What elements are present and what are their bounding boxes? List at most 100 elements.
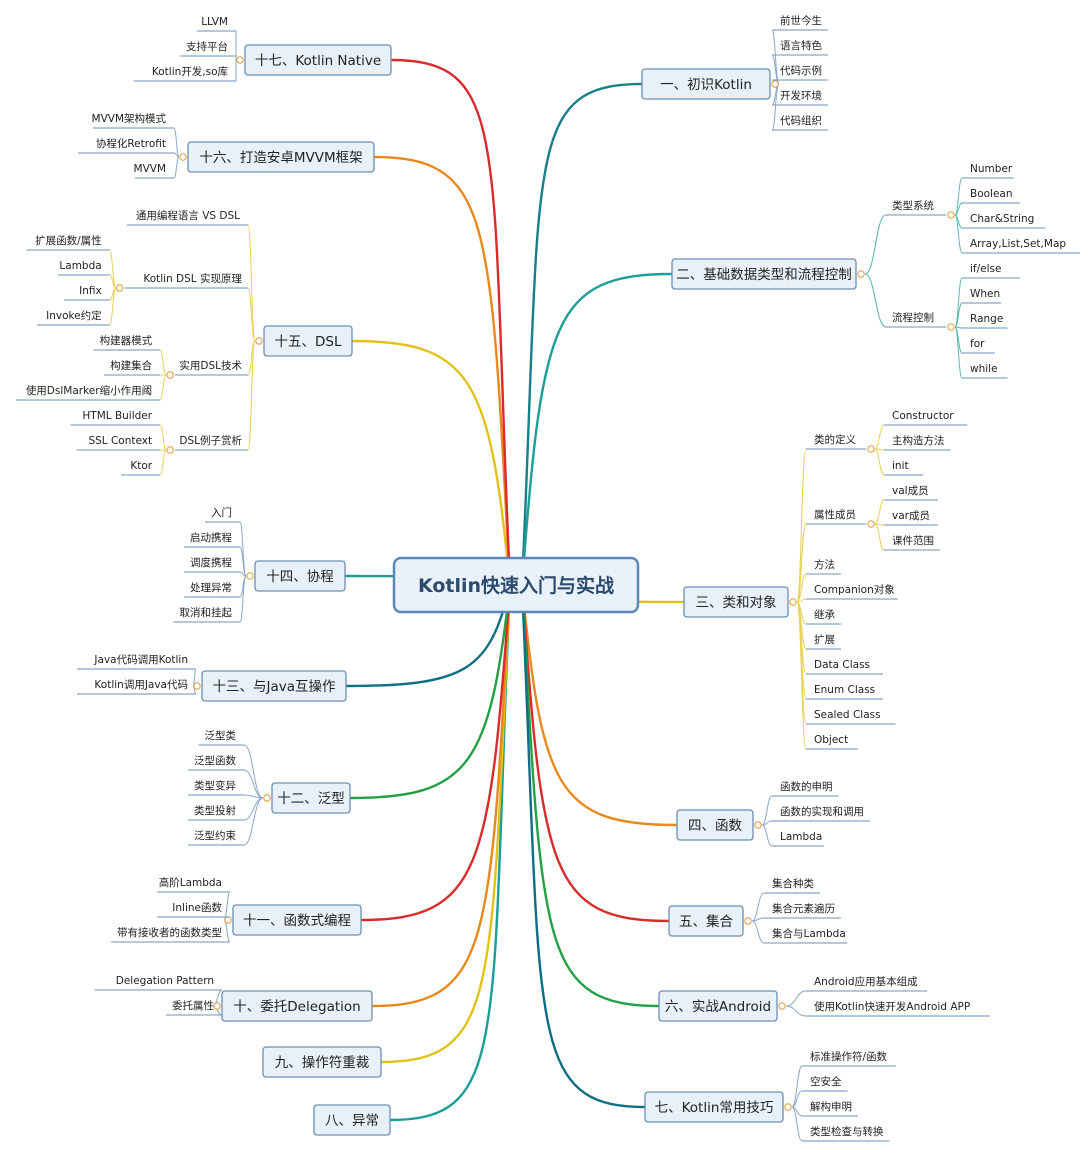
branch-2-collapse-icon[interactable]: [789, 598, 797, 606]
branch-10-collapse-icon[interactable]: [224, 916, 232, 924]
branch-2-rest-leaf-1: Companion对象: [814, 583, 895, 596]
branch-node-4[interactable]: [668, 905, 744, 937]
branch-0-leaf-1: 语言特色: [780, 39, 822, 52]
branch-10-leaf-link-0: [223, 891, 231, 921]
branch-2-rest-leaf-link-0: [796, 573, 807, 603]
sub-1-0-collapse-icon[interactable]: [947, 211, 955, 219]
branch-2-rest-leaf-7: Object: [814, 734, 848, 746]
branch-connector-7: [389, 584, 512, 1122]
branch-11-collapse-icon[interactable]: [263, 794, 271, 802]
sub-2-0-collapse-icon[interactable]: [867, 445, 875, 453]
branch-16-collapse-icon[interactable]: [236, 56, 244, 64]
branch-node-13[interactable]: [254, 560, 346, 592]
branch-13-leaf-3: 处理异常: [190, 581, 232, 594]
branch-14-top-leaf-0: 通用编程语言 VS DSL: [136, 209, 240, 222]
branch-node-14[interactable]: [263, 325, 353, 357]
branch-3-leaf-link-0: [761, 795, 773, 826]
branch-2-rest-leaf-4: Data Class: [814, 659, 870, 671]
branch-connector-8: [380, 584, 512, 1064]
sub-14-1-collapse-icon[interactable]: [166, 371, 174, 379]
branch-2-rest-leaf-3: 扩展: [814, 633, 835, 646]
sub-1-1-leaf-1: When: [970, 288, 1000, 300]
branch-1-collapse-icon[interactable]: [857, 270, 865, 278]
sub-link-1-0: [864, 214, 887, 275]
branch-0-collapse-icon[interactable]: [771, 80, 779, 88]
branch-node-11[interactable]: [271, 782, 351, 814]
branch-4-leaf-2: 集合与Lambda: [772, 927, 846, 940]
branch-node-3[interactable]: [676, 809, 754, 841]
sub-label-2-1: 属性成员: [814, 508, 856, 521]
branch-3-leaf-1: 函数的实现和调用: [780, 805, 864, 818]
branch-label-11: 十二、泛型: [277, 791, 345, 807]
sub-link-2-0: [796, 448, 807, 603]
branch-connector-1: [520, 272, 673, 586]
branch-label-3: 四、函数: [688, 818, 742, 834]
branch-label-2: 三、类和对象: [696, 595, 777, 611]
sub-14-1-leaf-2: 使用DslMarker缩小作用阈: [26, 384, 152, 397]
branch-13-collapse-icon[interactable]: [246, 572, 254, 580]
sub-14-2-leaf-2: Ktor: [130, 460, 152, 472]
branch-node-9[interactable]: [221, 990, 373, 1022]
branch-node-0[interactable]: [641, 68, 771, 100]
branch-node-1[interactable]: [671, 258, 857, 290]
branch-connector-14: [351, 339, 512, 586]
branch-4-leaf-link-0: [751, 892, 765, 922]
sub-2-0-leaf-1: 主构造方法: [892, 434, 945, 447]
branch-9-collapse-icon[interactable]: [213, 1002, 221, 1010]
branch-12-collapse-icon[interactable]: [193, 682, 201, 690]
sub-14-0-leaf-2: Infix: [79, 285, 102, 297]
branch-node-7[interactable]: [313, 1104, 391, 1136]
branch-node-6[interactable]: [644, 1091, 784, 1123]
sub-1-1-collapse-icon[interactable]: [947, 323, 955, 331]
branch-3-collapse-icon[interactable]: [754, 821, 762, 829]
branch-14-collapse-icon[interactable]: [255, 337, 263, 345]
sub-1-1-leaf-4: while: [970, 363, 998, 375]
branch-2-rest-leaf-link-7: [796, 601, 807, 750]
branch-11-leaf-4: 泛型约束: [194, 829, 236, 842]
branch-9-leaf-1: 委托属性: [172, 999, 214, 1012]
branch-label-4: 五、集合: [679, 914, 733, 930]
branch-0-leaf-3: 开发环境: [780, 89, 822, 102]
branch-node-8[interactable]: [262, 1046, 382, 1078]
sub-2-1-leaf-1: var成员: [892, 510, 930, 522]
branch-node-5[interactable]: [658, 990, 778, 1022]
sub-1-0-leaf-1: Boolean: [970, 188, 1013, 200]
branch-3-leaf-link-1: [761, 820, 773, 826]
branch-6-collapse-icon[interactable]: [784, 1103, 792, 1111]
branch-node-10[interactable]: [232, 904, 362, 936]
branch-node-2[interactable]: [683, 586, 789, 618]
sub-14-0-leaf-0: 扩展函数/属性: [35, 234, 102, 247]
branch-node-12[interactable]: [201, 670, 347, 702]
sub-2-0-leaf-link-0: [874, 424, 885, 450]
sub-14-2-collapse-icon[interactable]: [166, 446, 174, 454]
branch-node-16[interactable]: [244, 44, 392, 76]
sub-14-0-leaf-link-1: [109, 274, 116, 289]
branch-3-leaf-link-2: [761, 824, 773, 847]
branch-0-leaf-link-4: [771, 83, 780, 131]
branch-15-collapse-icon[interactable]: [179, 153, 187, 161]
sub-2-1-leaf-link-2: [874, 523, 885, 551]
nodes-layer: Kotlin快速入门与实战一、初识Kotlin前世今生语言特色代码示例开发环境代…: [15, 14, 1080, 1142]
branch-node-15[interactable]: [187, 141, 375, 173]
branch-connector-4: [520, 584, 670, 923]
branch-label-8: 九、操作符重裁: [275, 1055, 370, 1071]
branch-11-leaf-3: 类型投射: [194, 804, 236, 817]
sub-14-1-leaf-link-2: [159, 374, 167, 401]
branch-5-collapse-icon[interactable]: [778, 1002, 786, 1010]
branch-4-collapse-icon[interactable]: [744, 917, 752, 925]
branch-16-leaf-2: Kotlin开发,so库: [152, 65, 228, 78]
branch-15-leaf-1: 协程化Retrofit: [96, 137, 166, 150]
branch-label-16: 十七、Kotlin Native: [255, 53, 381, 69]
sub-14-1-leaf-0: 构建器模式: [100, 334, 153, 347]
sub-14-0-collapse-icon[interactable]: [116, 284, 124, 292]
sub-1-0-leaf-link-0: [954, 177, 963, 216]
branch-6-leaf-0: 标准操作符/函数: [810, 1050, 888, 1063]
sub-label-14-1: 实用DSL技术: [179, 359, 242, 372]
sub-1-1-leaf-3: for: [970, 338, 985, 350]
sub-2-1-collapse-icon[interactable]: [867, 520, 875, 528]
branch-15-leaf-link-2: [173, 156, 180, 179]
sub-link-14-1: [247, 340, 256, 376]
branch-label-15: 十六、打造安卓MVVM框架: [199, 149, 362, 166]
center-node[interactable]: [392, 556, 640, 614]
